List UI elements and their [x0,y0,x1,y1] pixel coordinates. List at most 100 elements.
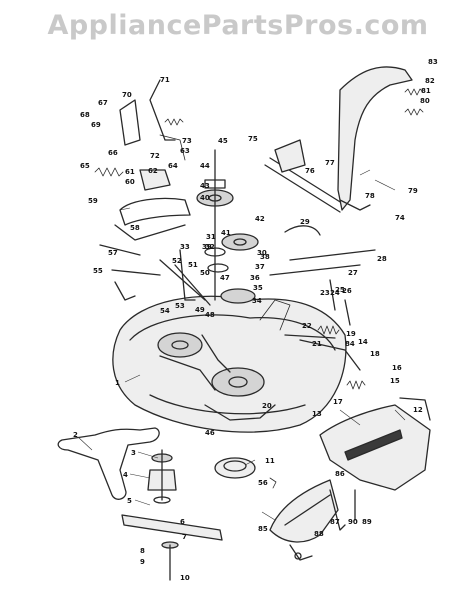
watermark-logo: AppliancePartsPros.com [47,10,429,41]
callout-67: 67 [98,99,108,107]
callout-71: 71 [160,76,170,84]
callout-49: 49 [195,306,205,314]
callout-85: 85 [258,525,268,533]
callout-80: 80 [420,97,430,105]
callout-72: 72 [150,152,160,160]
belt-guard [319,397,431,491]
mower-deck [112,295,347,433]
callout-5: 5 [127,497,132,505]
callout-16: 16 [392,364,402,372]
callout-20: 20 [262,402,272,410]
callout-6: 6 [180,518,185,526]
callout-69: 69 [91,121,101,129]
leader-lines [77,169,406,521]
callout-82: 82 [425,77,435,85]
callout-24: 24 [330,289,340,297]
lift-linkage-left [99,79,211,306]
callout-14: 14 [358,338,368,346]
callout-42: 42 [255,215,265,223]
callout-53: 53 [175,302,185,310]
callout-29: 29 [300,218,310,226]
callout-64: 64 [168,162,178,170]
callout-38: 38 [260,253,270,261]
callout-23: 23 [320,289,330,297]
callout-78: 78 [365,192,375,200]
callout-17: 17 [333,398,343,406]
callout-51: 51 [188,261,198,269]
callout-28: 28 [377,255,387,263]
callout-3: 3 [131,449,136,457]
callout-86: 86 [335,470,345,478]
pulley-assembly [196,149,259,304]
callout-30: 30 [257,249,267,257]
callout-55: 55 [93,267,103,275]
callout-66: 66 [108,149,118,157]
callout-26: 26 [342,287,352,295]
callout-59: 59 [88,197,98,205]
callout-62: 62 [148,167,158,175]
callout-34: 34 [252,297,262,305]
callout-43: 43 [200,182,210,190]
callout-90: 90 [348,518,358,526]
callout-68: 68 [80,111,90,119]
callout-45: 45 [218,137,228,145]
callout-31: 31 [206,233,216,241]
callout-76: 76 [305,167,315,175]
callout-37: 37 [255,263,265,271]
callout-56: 56 [258,479,268,487]
callout-83: 83 [428,58,438,66]
gauge-wheel [214,457,256,479]
callout-10: 10 [180,574,190,582]
callout-60: 60 [125,178,135,186]
callout-54: 54 [160,307,170,315]
callout-labels: 1 2 3 4 5 6 7 8 9 10 11 12 13 14 15 16 1… [73,58,438,582]
callout-33: 33 [180,243,190,251]
callout-12: 12 [413,406,423,414]
callout-4: 4 [123,471,128,479]
callout-18: 18 [370,350,380,358]
callout-44: 44 [200,162,210,170]
callout-22: 22 [302,322,312,330]
callout-75: 75 [248,135,258,143]
callout-57: 57 [108,249,118,257]
callout-88: 88 [314,530,324,538]
callout-32: 32 [205,243,215,251]
callout-52: 52 [172,257,182,265]
callout-46: 46 [205,429,215,437]
callout-63: 63 [180,147,190,155]
callout-15: 15 [390,377,400,385]
callout-40: 40 [200,194,210,202]
callout-13: 13 [312,410,322,418]
callout-36: 36 [250,274,260,282]
drive-belt [57,427,160,500]
callout-79: 79 [408,187,418,195]
callout-58: 58 [130,224,140,232]
callout-84: 84 [345,340,355,348]
callout-70: 70 [122,91,132,99]
callout-87: 87 [330,518,340,526]
callout-9: 9 [140,558,145,566]
callout-41: 41 [221,229,231,237]
spindle-blade [121,449,223,581]
callout-65: 65 [80,162,90,170]
callout-27: 27 [348,269,358,277]
callout-7: 7 [182,533,187,541]
callout-81: 81 [421,87,431,95]
callout-19: 19 [346,330,356,338]
callout-11: 11 [265,457,275,465]
lift-rod-79 [337,66,413,211]
springs [94,88,424,390]
callout-74: 74 [395,214,405,222]
callout-21: 21 [312,340,322,348]
callout-25: 25 [335,286,345,294]
callout-48: 48 [205,311,215,319]
lift-linkage-right [264,139,376,371]
callout-89: 89 [362,518,372,526]
callout-39: 39 [202,243,212,251]
callout-73: 73 [182,137,192,145]
hardware-bottom [269,477,356,561]
callout-61: 61 [125,168,135,176]
deflector [269,479,339,543]
callout-47: 47 [220,274,230,282]
